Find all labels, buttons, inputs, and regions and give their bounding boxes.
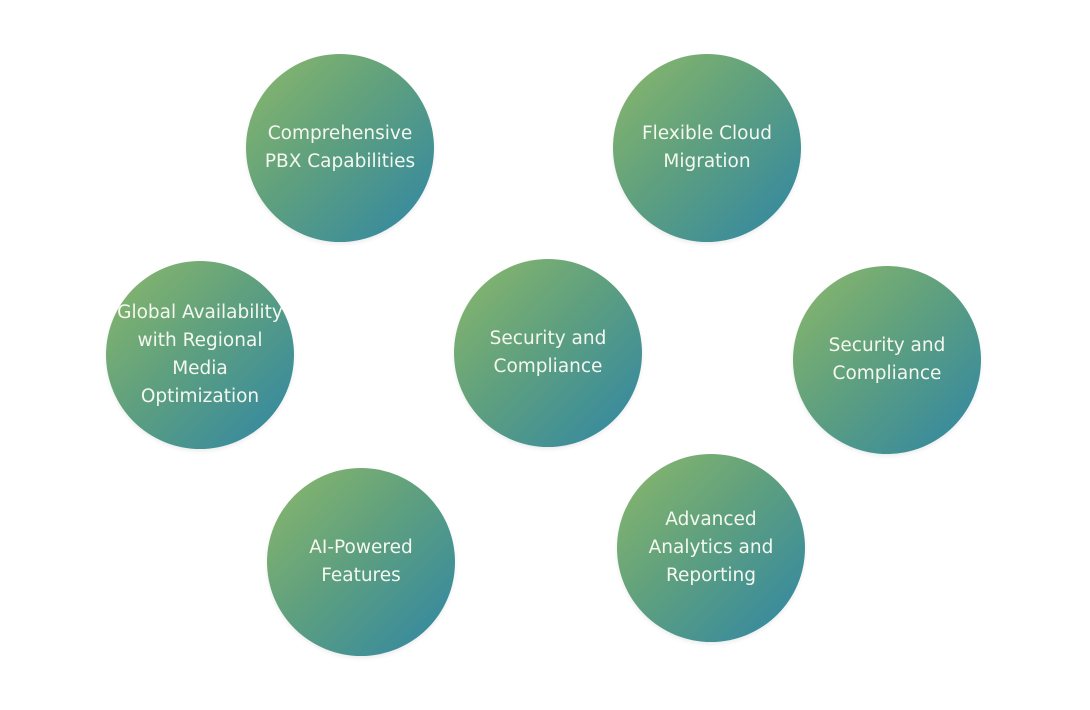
node-label: AI-Powered Features (309, 537, 413, 586)
node-security-compliance-right: Security and Compliance (793, 266, 981, 454)
node-advanced-analytics: Advanced Analytics and Reporting (617, 454, 805, 642)
node-comprehensive-pbx: Comprehensive PBX Capabilities (246, 54, 434, 242)
node-label: Comprehensive PBX Capabilities (264, 123, 416, 172)
node-flexible-cloud-migration: Flexible Cloud Migration (613, 54, 801, 242)
node-label: Flexible Cloud Migration (642, 123, 772, 172)
node-label: Security and Compliance (828, 335, 946, 384)
node-label: Global Availability with Regional Media … (117, 302, 283, 407)
node-global-availability: Global Availability with Regional Media … (106, 261, 294, 449)
node-security-compliance-center: Security and Compliance (454, 259, 642, 447)
node-label: Advanced Analytics and Reporting (648, 509, 774, 586)
node-label: Security and Compliance (489, 328, 607, 377)
node-ai-powered-features: AI-Powered Features (267, 468, 455, 656)
